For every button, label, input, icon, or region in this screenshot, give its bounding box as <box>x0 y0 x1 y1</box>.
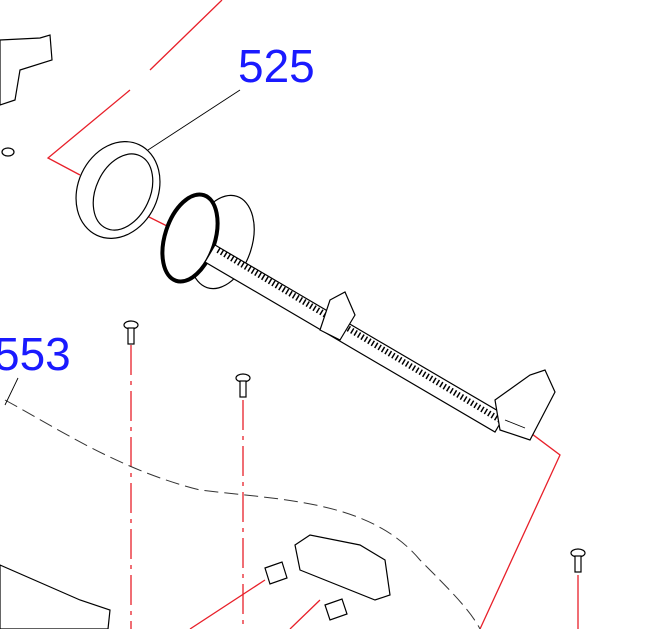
callout-525[interactable]: 525 <box>238 40 315 92</box>
screw <box>1 147 15 157</box>
callout-553[interactable]: 553 <box>0 328 71 380</box>
bracket-part <box>0 34 53 106</box>
guide-line <box>479 409 561 629</box>
screw <box>235 373 251 398</box>
frame-part <box>0 564 111 629</box>
leader-line-525 <box>147 89 241 151</box>
roller-shaft <box>204 244 556 441</box>
ring-part <box>75 141 161 239</box>
screw <box>570 548 586 573</box>
bushing <box>264 561 348 621</box>
guide-line <box>189 579 321 629</box>
screw <box>123 320 139 345</box>
holder-part <box>294 534 391 601</box>
boundary-line <box>4 399 481 629</box>
leader-line-553 <box>4 377 19 406</box>
